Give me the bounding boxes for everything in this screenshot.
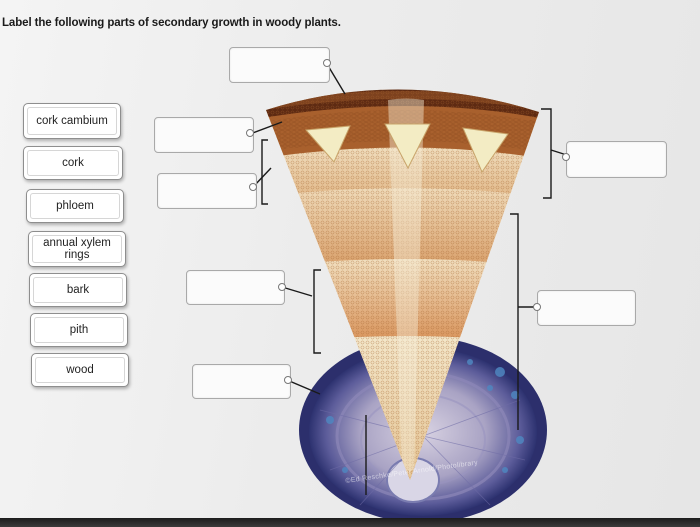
term-label: pith: [69, 324, 89, 336]
term-label: bark: [66, 284, 90, 296]
term-cork[interactable]: cork: [23, 146, 123, 180]
connector-pin: [246, 129, 254, 137]
term-bark[interactable]: bark: [29, 273, 127, 307]
term-label: cork cambium: [36, 115, 108, 127]
term-label: wood: [66, 364, 94, 376]
drop-target-5[interactable]: [186, 270, 285, 305]
connector-pin: [562, 153, 570, 161]
term-label: annual xylem rings: [43, 237, 111, 261]
drop-target-4[interactable]: [566, 141, 667, 178]
connector-pin: [323, 59, 331, 67]
label-brackets: [261, 108, 552, 495]
term-annual-xylem-rings[interactable]: annual xylem rings: [28, 231, 126, 267]
term-label: phloem: [56, 200, 94, 212]
connector-pin: [533, 303, 541, 311]
connector-pin: [249, 183, 257, 191]
drop-target-6[interactable]: [537, 290, 636, 326]
monitor-bottom-bezel: [0, 518, 700, 527]
term-wood[interactable]: wood: [31, 353, 129, 387]
connector-pin: [278, 283, 286, 291]
drop-target-2[interactable]: [154, 117, 254, 153]
term-phloem[interactable]: phloem: [26, 189, 124, 223]
term-pith[interactable]: pith: [30, 313, 128, 347]
term-cork-cambium[interactable]: cork cambium: [23, 103, 121, 139]
drop-target-1[interactable]: [229, 47, 330, 83]
question-instruction: Label the following parts of secondary g…: [2, 17, 341, 29]
drop-target-7[interactable]: [192, 364, 291, 399]
connector-pin: [284, 376, 292, 384]
phloem-fans: [304, 123, 509, 174]
term-label: cork: [62, 157, 84, 169]
drop-target-3[interactable]: [157, 173, 257, 209]
